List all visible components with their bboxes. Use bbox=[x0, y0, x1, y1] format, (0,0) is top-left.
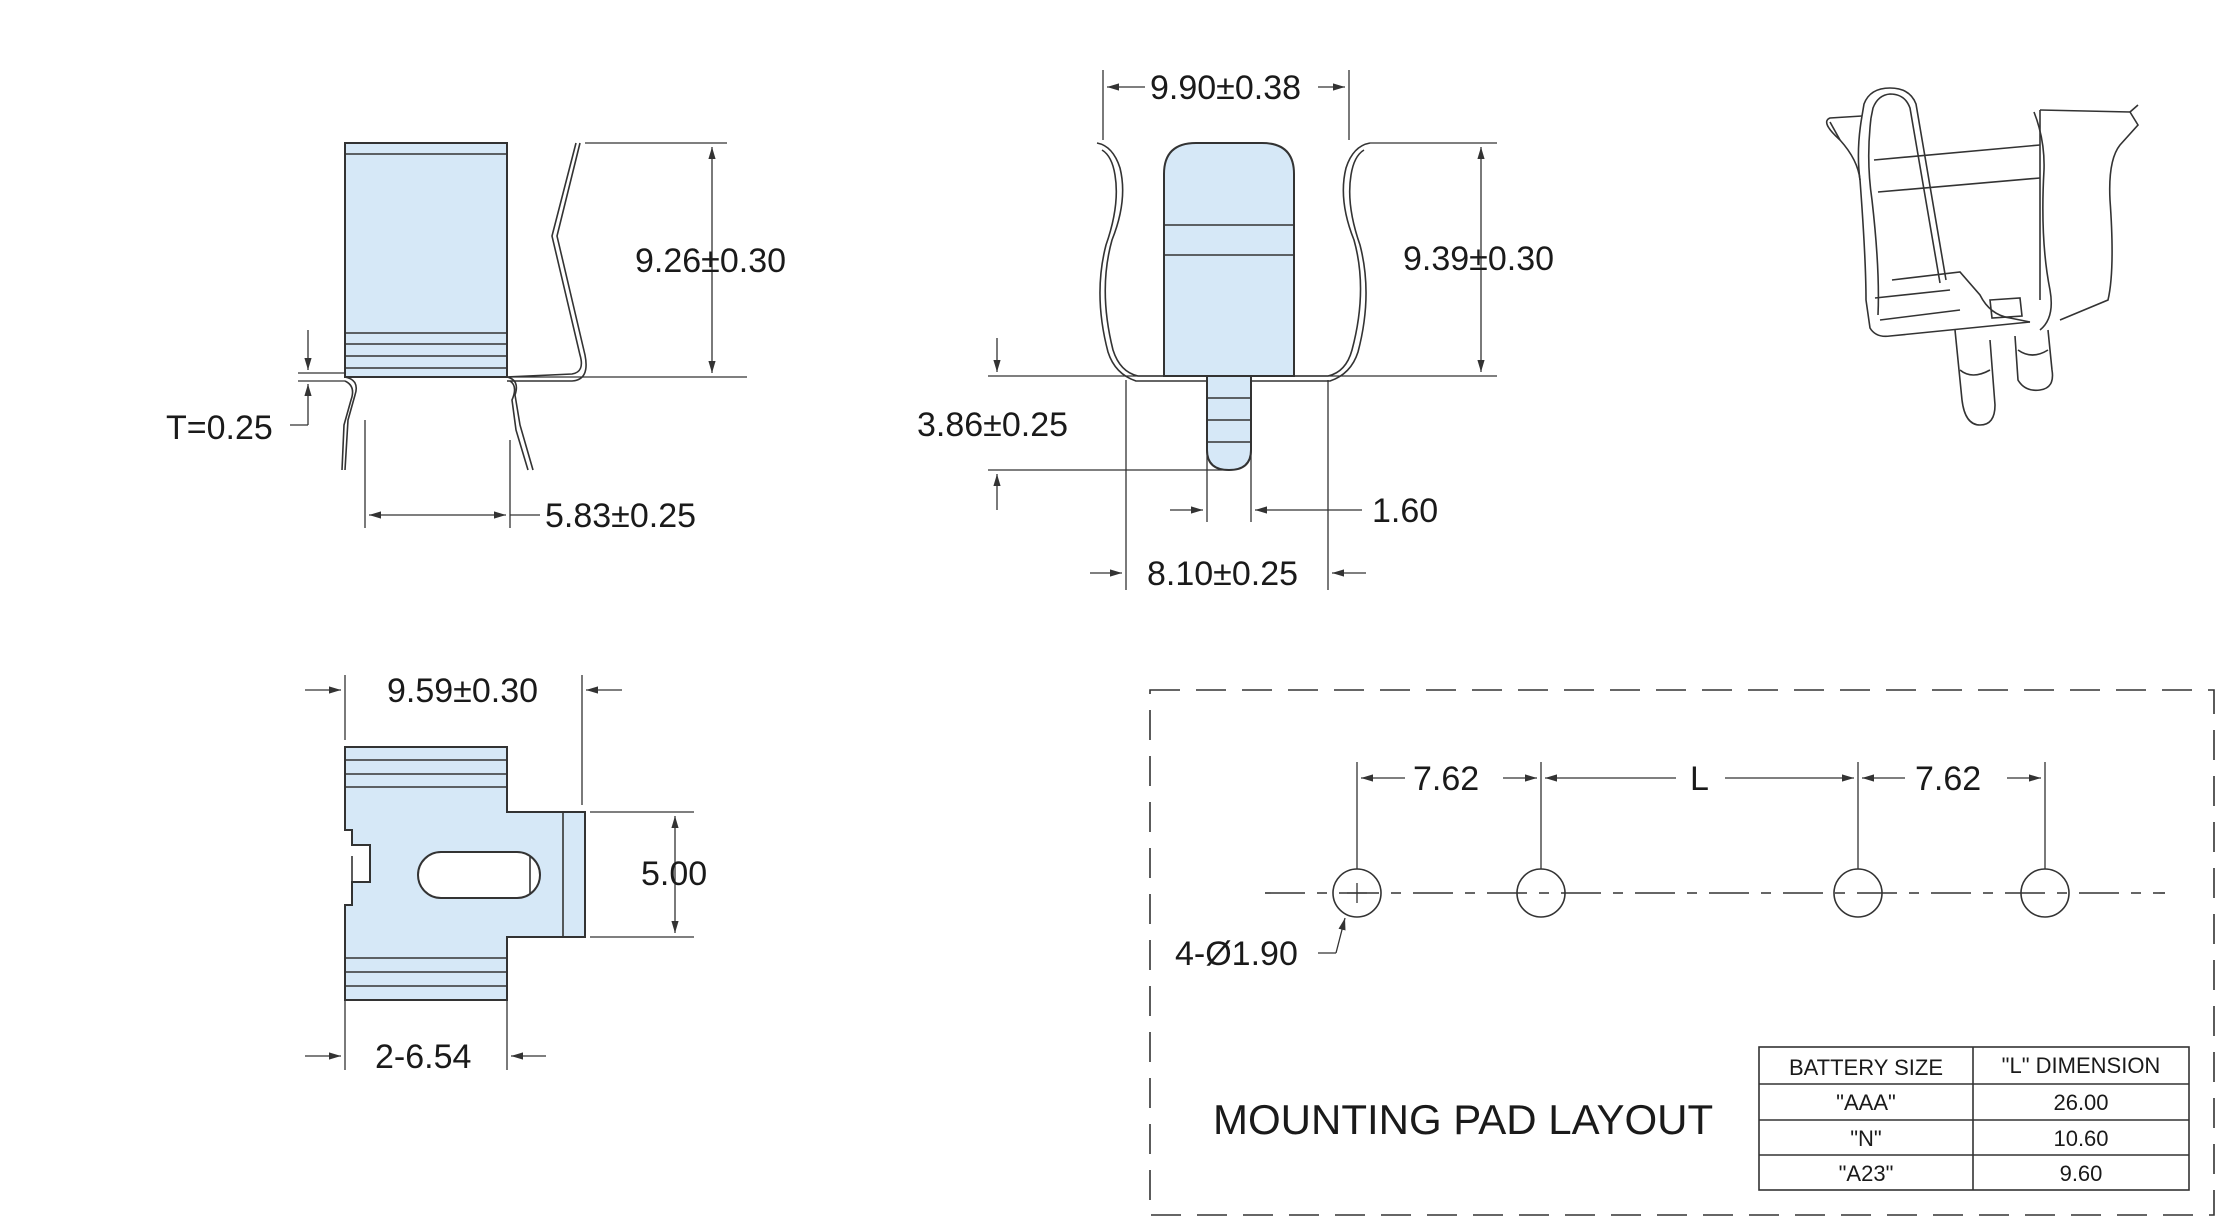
table-cell: "A23" bbox=[1839, 1161, 1894, 1186]
side-height-dim: 9.26±0.30 bbox=[635, 242, 786, 280]
pad-spacing-left: 7.62 bbox=[1413, 760, 1479, 798]
side-thickness-dim: T=0.25 bbox=[166, 409, 273, 447]
pad-layout-title: MOUNTING PAD LAYOUT bbox=[1213, 1096, 1713, 1143]
front-view: 9.90±0.38 9.39±0.30 3.86±0.25 1.60 8.10±… bbox=[917, 69, 1554, 593]
front-top-width-dim: 9.90±0.38 bbox=[1150, 69, 1301, 107]
side-view: 9.26±0.30 T=0.25 5.83±0.25 bbox=[166, 142, 786, 535]
mounting-pad-layout: 7.62 L 7.62 4-Ø1.90 MOUNTING PAD LAYOUT … bbox=[1149, 689, 2215, 1216]
bottom-view-slot bbox=[417, 851, 541, 899]
mounting-pad-border bbox=[1149, 689, 2215, 1216]
front-tab-width-dim: 1.60 bbox=[1372, 492, 1438, 530]
front-base-width-dim: 8.10±0.25 bbox=[1147, 555, 1298, 593]
side-view-body bbox=[344, 142, 508, 378]
table-header-l-dimension: "L" DIMENSION bbox=[2002, 1053, 2161, 1078]
pad-hole-callout: 4-Ø1.90 bbox=[1175, 935, 1298, 973]
battery-size-table: BATTERY SIZE "L" DIMENSION "AAA" 26.00 "… bbox=[1758, 1046, 2190, 1191]
bottom-tab-height-dim: 5.00 bbox=[641, 855, 707, 893]
front-view-tab bbox=[1206, 375, 1252, 472]
table-cell: 26.00 bbox=[2053, 1090, 2108, 1115]
bottom-width-dim: 9.59±0.30 bbox=[387, 672, 538, 710]
front-view-body bbox=[1163, 142, 1295, 377]
pad-spacing-right: 7.62 bbox=[1915, 760, 1981, 798]
table-cell: "N" bbox=[1850, 1126, 1882, 1151]
side-view-spring-arm bbox=[506, 142, 583, 378]
front-height-dim: 9.39±0.30 bbox=[1403, 240, 1554, 278]
bottom-edge-dim: 2-6.54 bbox=[375, 1038, 471, 1076]
pad-spacing-middle: L bbox=[1690, 760, 1709, 798]
bottom-view: 9.59±0.30 5.00 2-6.54 bbox=[305, 672, 707, 1076]
table-cell: "AAA" bbox=[1836, 1090, 1896, 1115]
table-cell: 10.60 bbox=[2053, 1126, 2108, 1151]
front-tab-length-dim: 3.86±0.25 bbox=[917, 406, 1068, 444]
side-leg-spacing-dim: 5.83±0.25 bbox=[545, 497, 696, 535]
isometric-view bbox=[1825, 87, 2139, 426]
table-cell: 9.60 bbox=[2060, 1161, 2103, 1186]
table-header-battery-size: BATTERY SIZE bbox=[1789, 1055, 1943, 1080]
